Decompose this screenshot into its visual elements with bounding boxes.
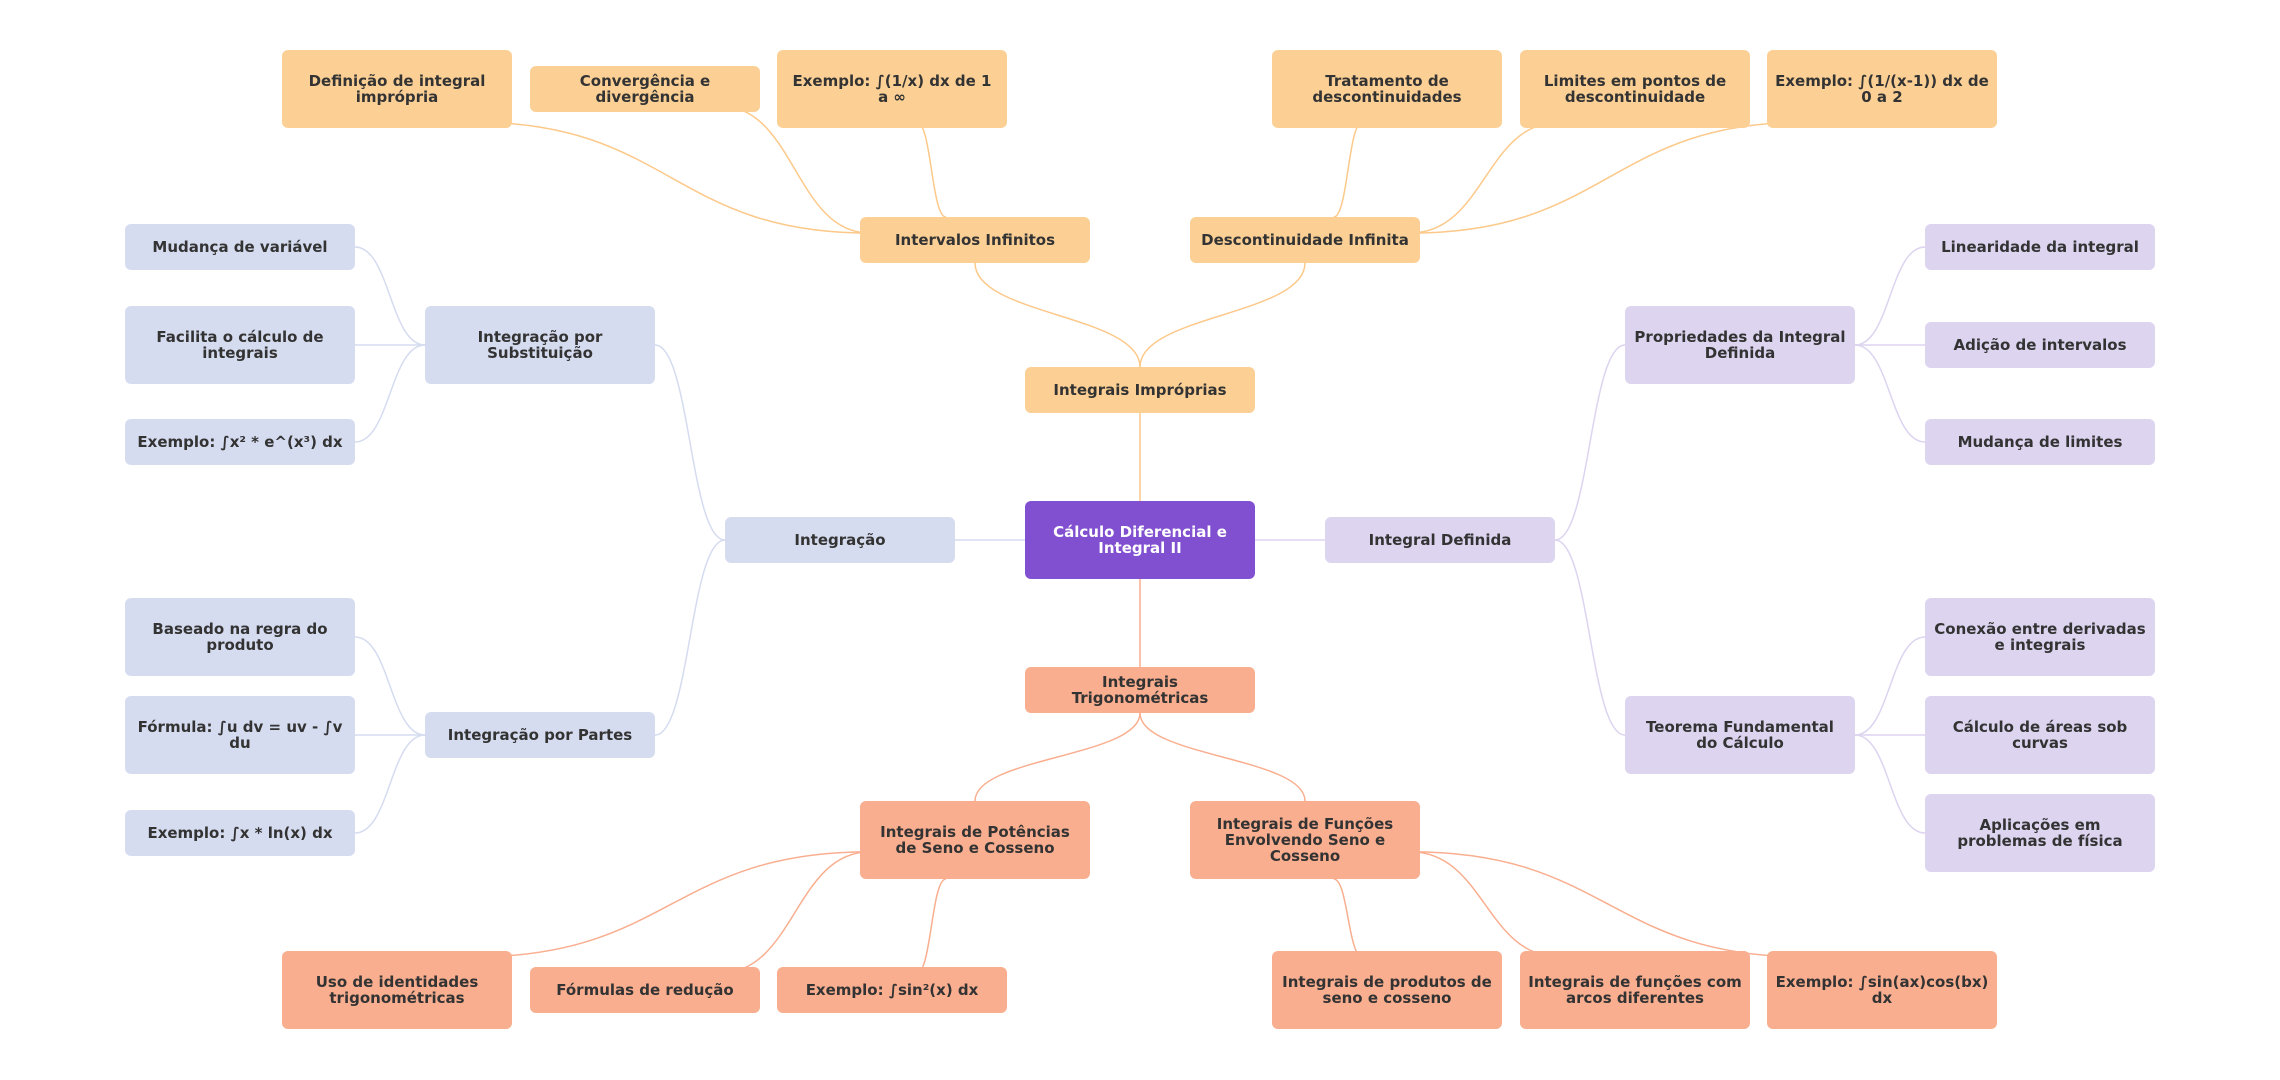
edge-teorema-aplicacoes: [1854, 734, 1926, 834]
node-intervalos-infinitos[interactable]: Intervalos Infinitos: [860, 217, 1090, 263]
node-arcos-diferentes[interactable]: Integrais de funções com arcos diferente…: [1520, 951, 1750, 1029]
edge-trigonometricas-potencias: [974, 712, 1141, 802]
node-propriedades-integral-definida[interactable]: Propriedades da Integral Definida: [1625, 306, 1855, 384]
node-exemplo-partes[interactable]: Exemplo: ∫x * ln(x) dx: [125, 810, 355, 856]
node-adicao-intervalos[interactable]: Adição de intervalos: [1925, 322, 2155, 368]
edge-potencias-identidades: [471, 850, 871, 958]
node-aplicacoes-fisica[interactable]: Aplicações em problemas de física: [1925, 794, 2155, 872]
node-linearidade[interactable]: Linearidade da integral: [1925, 224, 2155, 270]
node-mudanca-variavel[interactable]: Mudança de variável: [125, 224, 355, 270]
root-node[interactable]: Cálculo Diferencial e Integral II: [1025, 501, 1255, 579]
edge-propriedades-mudanca: [1854, 344, 1926, 443]
node-exemplo-substituicao[interactable]: Exemplo: ∫x² * e^(x³) dx: [125, 419, 355, 465]
edge-definida-propriedades: [1554, 344, 1626, 541]
node-facilita-calculo[interactable]: Facilita o cálculo de integrais: [125, 306, 355, 384]
edge-integracao-partes: [654, 539, 726, 736]
node-teorema-fundamental[interactable]: Teorema Fundamental do Cálculo: [1625, 696, 1855, 774]
edge-improprias-intervalos: [974, 262, 1141, 368]
edge-integracao-substituicao: [654, 344, 726, 541]
node-exemplo-sin-cos[interactable]: Exemplo: ∫sin(ax)cos(bx) dx: [1767, 951, 1997, 1029]
node-identidades-trigonometricas[interactable]: Uso de identidades trigonométricas: [282, 951, 512, 1029]
edge-substituicao-exemplo: [354, 344, 426, 443]
node-tratamento-descontinuidades[interactable]: Tratamento de descontinuidades: [1272, 50, 1502, 128]
node-mudanca-limites[interactable]: Mudança de limites: [1925, 419, 2155, 465]
edge-partes-exemplo: [354, 734, 426, 834]
edge-substituicao-mudanca: [354, 246, 426, 346]
edge-funcoes-exemplo: [1409, 850, 1808, 958]
edge-descontinuidade-exemplo: [1409, 121, 1808, 234]
node-integrais-improprias[interactable]: Integrais Impróprias: [1025, 367, 1255, 413]
node-descontinuidade-infinita[interactable]: Descontinuidade Infinita: [1190, 217, 1420, 263]
node-exemplo-sin2[interactable]: Exemplo: ∫sin²(x) dx: [777, 967, 1007, 1013]
edge-partes-baseado: [354, 636, 426, 736]
node-integracao[interactable]: Integração: [725, 517, 955, 563]
edge-descontinuidade-tratamento: [1333, 121, 1363, 218]
node-exemplo-intervalo-infinito[interactable]: Exemplo: ∫(1/x) dx de 1 a ∞: [777, 50, 1007, 128]
node-formulas-reducao[interactable]: Fórmulas de redução: [530, 967, 760, 1013]
node-integrais-trigonometricas[interactable]: Integrais Trigonométricas: [1025, 667, 1255, 713]
node-calculo-areas[interactable]: Cálculo de áreas sob curvas: [1925, 696, 2155, 774]
edge-funcoes-arcos: [1409, 850, 1561, 958]
edge-potencias-exemplo: [916, 878, 947, 974]
node-potencias-seno-cosseno[interactable]: Integrais de Potências de Seno e Cosseno: [860, 801, 1090, 879]
edge-funcoes-produtos: [1333, 878, 1363, 958]
edge-definida-teorema: [1554, 539, 1626, 736]
edge-teorema-conexao: [1854, 636, 1926, 736]
edge-trigonometricas-funcoes: [1139, 712, 1306, 802]
node-integracao-partes[interactable]: Integração por Partes: [425, 712, 655, 758]
node-produtos-seno-cosseno[interactable]: Integrais de produtos de seno e cosseno: [1272, 951, 1502, 1029]
node-definicao-integral-impropria[interactable]: Definição de integral imprópria: [282, 50, 512, 128]
edge-improprias-descontinuidade: [1139, 262, 1306, 368]
node-integracao-substituicao[interactable]: Integração por Substituição: [425, 306, 655, 384]
edge-potencias-reducao: [719, 850, 871, 974]
node-baseado-regra-produto[interactable]: Baseado na regra do produto: [125, 598, 355, 676]
node-funcoes-seno-cosseno[interactable]: Integrais de Funções Envolvendo Seno e C…: [1190, 801, 1420, 879]
edge-propriedades-linearidade: [1854, 246, 1926, 346]
node-conexao-derivadas-integrais[interactable]: Conexão entre derivadas e integrais: [1925, 598, 2155, 676]
edge-descontinuidade-limites: [1409, 121, 1561, 234]
edge-intervalos-exemplo: [916, 121, 947, 218]
edge-intervalos-definicao: [471, 121, 871, 234]
node-limites-descontinuidade[interactable]: Limites em pontos de descontinuidade: [1520, 50, 1750, 128]
node-integral-definida[interactable]: Integral Definida: [1325, 517, 1555, 563]
node-convergencia-divergencia[interactable]: Convergência e divergência: [530, 66, 760, 112]
node-formula-partes[interactable]: Fórmula: ∫u dv = uv - ∫v du: [125, 696, 355, 774]
node-exemplo-descontinuidade[interactable]: Exemplo: ∫(1/(x-1)) dx de 0 a 2: [1767, 50, 1997, 128]
